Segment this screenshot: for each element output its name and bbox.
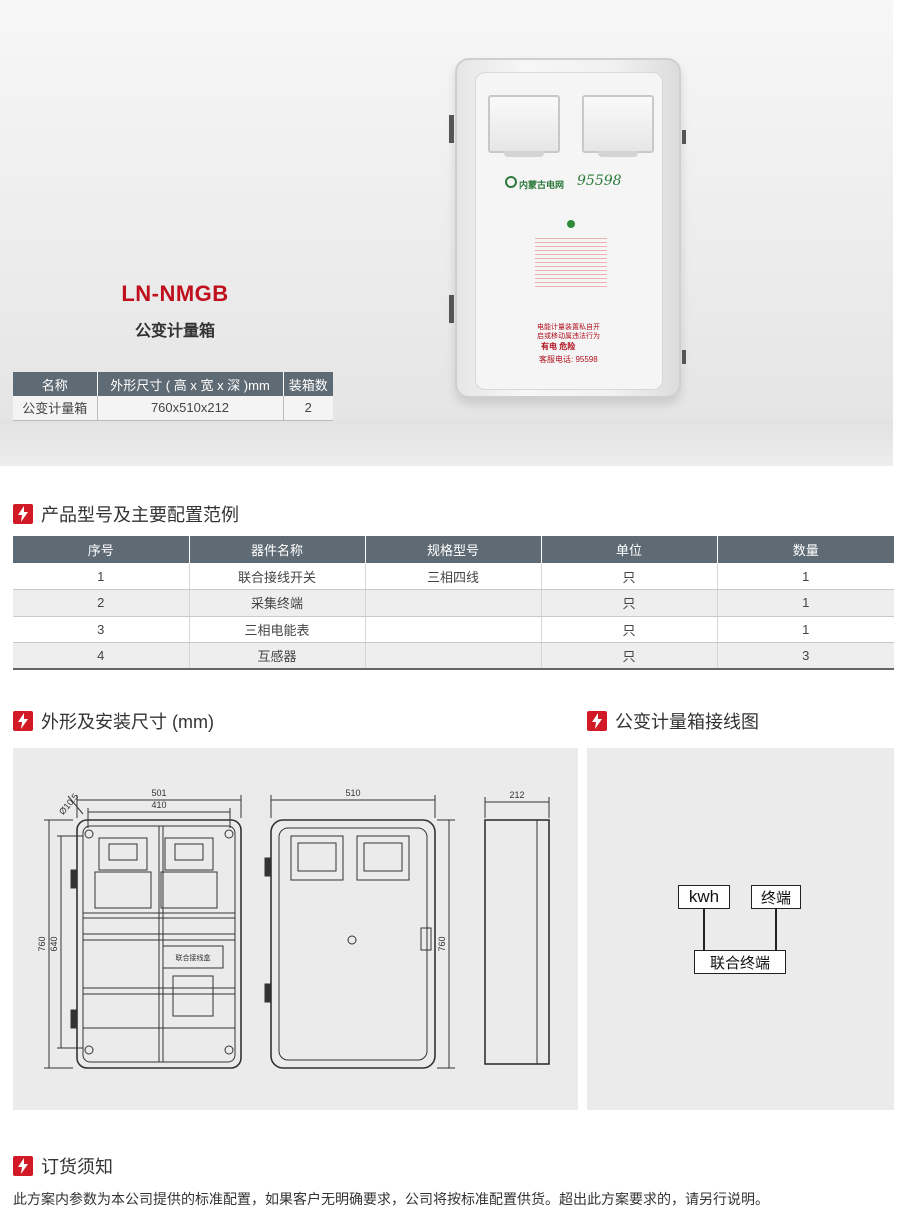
section-header-config: 产品型号及主要配置范例 — [13, 502, 239, 526]
config-cell: 只 — [541, 616, 718, 643]
wire-line — [775, 909, 777, 950]
config-cell: 只 — [541, 589, 718, 617]
cabinet-product-image: 内蒙古电网 95598 电能计量装置私自开 启或移动属违法行为 有电 危险 客服… — [449, 58, 686, 398]
config-cell: 采集终端 — [189, 589, 366, 617]
table-row: 3 三相电能表 只 1 — [13, 616, 894, 643]
config-cell: 3 — [717, 642, 894, 670]
cabinet-warning-line2: 启或移动属违法行为 — [537, 333, 600, 340]
spec-table: 名称 外形尺寸 ( 高 x 宽 x 深 )mm 装箱数 公变计量箱 760x51… — [13, 372, 333, 421]
dimension-drawing-panel: 501 410 Ø10.5 760 640 联合接线盒 — [13, 748, 578, 1110]
config-cell: 只 — [541, 642, 718, 670]
wiring-diagram-panel: kwh 终端 联合终端 — [587, 748, 894, 1110]
spec-header-qty: 装箱数 — [283, 372, 333, 396]
cabinet-warning-line1: 电能计量装置私自开 — [537, 324, 600, 331]
section-header-order: 订货须知 — [13, 1154, 113, 1178]
spec-cell-size: 760x510x212 — [97, 396, 284, 421]
lightning-icon — [13, 1156, 33, 1176]
hinge — [682, 350, 686, 364]
table-row: 2 采集终端 只 1 — [13, 589, 894, 617]
config-cell — [365, 616, 542, 643]
config-header-unit: 单位 — [541, 536, 718, 563]
model-number: LN-NMGB — [121, 281, 229, 306]
cabinet-service-text: 客服电话: 95598 — [539, 355, 598, 364]
spec-cell-name: 公变计量箱 — [13, 396, 98, 421]
config-cell: 联合接线开关 — [189, 563, 366, 590]
config-header-spec: 规格型号 — [365, 536, 542, 563]
combined-terminal-box: 联合终端 — [694, 950, 786, 974]
config-cell: 1 — [717, 589, 894, 617]
table-row: 公变计量箱 760x510x212 2 — [13, 396, 333, 421]
section-title: 公变计量箱接线图 — [615, 712, 759, 732]
cabinet-door — [475, 72, 663, 390]
config-cell: 1 — [13, 563, 190, 590]
hinge — [449, 115, 454, 143]
wire-line — [703, 909, 705, 950]
config-table: 序号 器件名称 规格型号 单位 数量 1 联合接线开关 三相四线 只 1 2 采… — [13, 536, 894, 670]
config-cell — [365, 589, 542, 617]
dim-front-width: 510 — [345, 788, 360, 798]
interior-terminal-label: 联合接线盒 — [176, 953, 211, 962]
meter-window-right — [582, 95, 654, 157]
spec-header-size: 外形尺寸 ( 高 x 宽 x 深 )mm — [97, 372, 284, 396]
config-cell: 4 — [13, 642, 190, 670]
hinge — [682, 130, 686, 144]
dim-depth: 212 — [509, 790, 524, 800]
dim-width-outer: 501 — [151, 788, 166, 798]
hero-banner: LN-NMGB 公变计量箱 名称 外形尺寸 ( 高 x 宽 x 深 )mm 装箱… — [0, 0, 893, 466]
dimension-drawing: 501 410 Ø10.5 760 640 联合接线盒 — [37, 788, 550, 1069]
section-title: 订货须知 — [41, 1157, 113, 1177]
table-row: 1 联合接线开关 三相四线 只 1 — [13, 563, 894, 590]
config-cell: 三相四线 — [365, 563, 542, 590]
config-cell — [365, 642, 542, 670]
lightning-icon — [587, 711, 607, 731]
section-title: 外形及安装尺寸 (mm) — [41, 712, 214, 732]
lightning-icon — [13, 711, 33, 731]
terminal-box: 终端 — [751, 885, 801, 909]
dim-front-height: 760 — [437, 936, 447, 951]
config-cell: 三相电能表 — [189, 616, 366, 643]
config-cell: 互感器 — [189, 642, 366, 670]
section-header-wiring: 公变计量箱接线图 — [587, 709, 759, 733]
config-cell: 只 — [541, 563, 718, 590]
order-note: 此方案内参数为本公司提供的标准配置，如果客户无明确要求，公司将按标准配置供货。超… — [13, 1191, 769, 1207]
config-cell: 3 — [13, 616, 190, 643]
meter-window-left — [488, 95, 560, 157]
dim-height-inner: 640 — [49, 936, 59, 951]
cabinet-hotline-logo: 95598 — [577, 173, 622, 189]
section-header-dimensions: 外形及安装尺寸 (mm) — [13, 709, 214, 733]
config-cell: 2 — [13, 589, 190, 617]
config-cell: 1 — [717, 563, 894, 590]
cabinet-danger-text: 有电 危险 — [541, 342, 576, 351]
config-header-part: 器件名称 — [189, 536, 366, 563]
spec-header-name: 名称 — [13, 372, 98, 396]
grid-logo-icon — [505, 176, 517, 188]
lock-icon — [567, 220, 575, 228]
meter-box: kwh — [678, 885, 730, 909]
table-row: 4 互感器 只 3 — [13, 642, 894, 670]
dim-height-outer: 760 — [37, 936, 47, 951]
spec-cell-qty: 2 — [283, 396, 333, 421]
config-cell: 1 — [717, 616, 894, 643]
config-header-index: 序号 — [13, 536, 190, 563]
product-name: 公变计量箱 — [134, 323, 215, 340]
hero-floor — [0, 420, 893, 466]
cabinet-notice-label — [535, 238, 607, 290]
lightning-icon — [13, 504, 33, 524]
section-title: 产品型号及主要配置范例 — [41, 505, 239, 525]
dim-width-inner: 410 — [151, 800, 166, 810]
hinge — [449, 295, 454, 323]
cabinet-logo-text: 内蒙古电网 — [519, 180, 565, 190]
config-header-qty: 数量 — [717, 536, 894, 563]
